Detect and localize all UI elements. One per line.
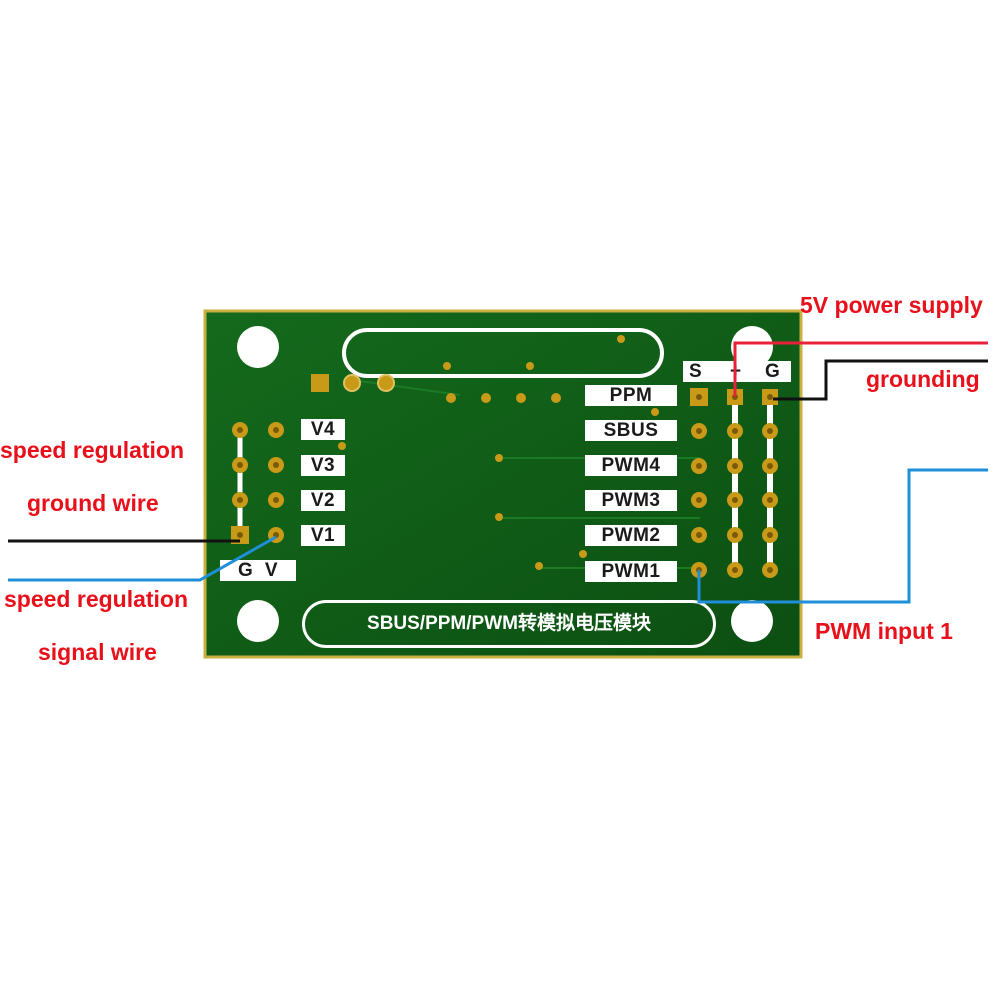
- annotation-speed-ground-1: speed regulation: [0, 437, 185, 463]
- pin-label-g-right: G: [765, 361, 781, 382]
- pad-hole: [237, 427, 243, 433]
- pad-hole: [767, 463, 773, 469]
- pad-hole: [732, 567, 738, 573]
- annotation-speed-signal-1: speed regulation: [4, 586, 189, 612]
- pin-label-s: S: [689, 361, 703, 382]
- mounting-hole: [731, 600, 773, 642]
- pad-hole: [767, 394, 773, 400]
- pad-hole: [732, 532, 738, 538]
- pad-hole: [696, 497, 702, 503]
- input-label-sbus: SBUS: [585, 420, 677, 441]
- output-label-v4: V4: [301, 419, 345, 440]
- ground-wire: [773, 359, 988, 401]
- pad-hole: [237, 462, 243, 468]
- pad-hole: [273, 497, 279, 503]
- annotation-power: 5V power supply: [800, 292, 983, 318]
- pad-hole: [767, 428, 773, 434]
- pad-hole: [767, 532, 773, 538]
- annotation-pwm-input: PWM input 1: [815, 618, 953, 644]
- pad-hole: [273, 462, 279, 468]
- pad-hole: [732, 428, 738, 434]
- pad-hole: [696, 394, 702, 400]
- output-label-v2: V2: [301, 490, 345, 511]
- pad-hole: [696, 532, 702, 538]
- output-label-v1: V1: [301, 525, 345, 546]
- mounting-hole: [237, 600, 279, 642]
- input-label-pwm2: PWM2: [585, 525, 677, 546]
- input-label-ppm: PPM: [585, 385, 677, 406]
- pad-hole: [273, 427, 279, 433]
- silkscreen-oval: [342, 328, 664, 378]
- output-label-v3: V3: [301, 455, 345, 476]
- annotation-speed-ground-2: ground wire: [27, 490, 159, 516]
- input-label-pwm1: PWM1: [585, 561, 677, 582]
- pad-hole: [767, 497, 773, 503]
- board-title: SBUS/PPM/PWM转模拟电压模块: [302, 600, 716, 648]
- mounting-hole: [237, 326, 279, 368]
- pwm-signal-wire: [697, 468, 988, 604]
- pin-label-g: G: [237, 560, 254, 581]
- input-label-pwm3: PWM3: [585, 490, 677, 511]
- pad-hole: [732, 497, 738, 503]
- annotation-speed-signal-2: signal wire: [38, 639, 157, 665]
- component-pads: [311, 335, 659, 570]
- pad-hole: [696, 463, 702, 469]
- annotation-ground: grounding: [866, 366, 980, 392]
- pad-hole: [732, 463, 738, 469]
- pad-hole: [767, 567, 773, 573]
- pad-hole: [696, 428, 702, 434]
- pin-label-v: V: [264, 560, 279, 581]
- pad-hole: [237, 532, 243, 538]
- left-pin-labels: G V: [220, 560, 296, 581]
- pad-hole: [237, 497, 243, 503]
- speed-signal-wire: [8, 535, 277, 582]
- mounting-hole: [731, 326, 773, 368]
- input-label-pwm4: PWM4: [585, 455, 677, 476]
- power-wire: [733, 341, 988, 397]
